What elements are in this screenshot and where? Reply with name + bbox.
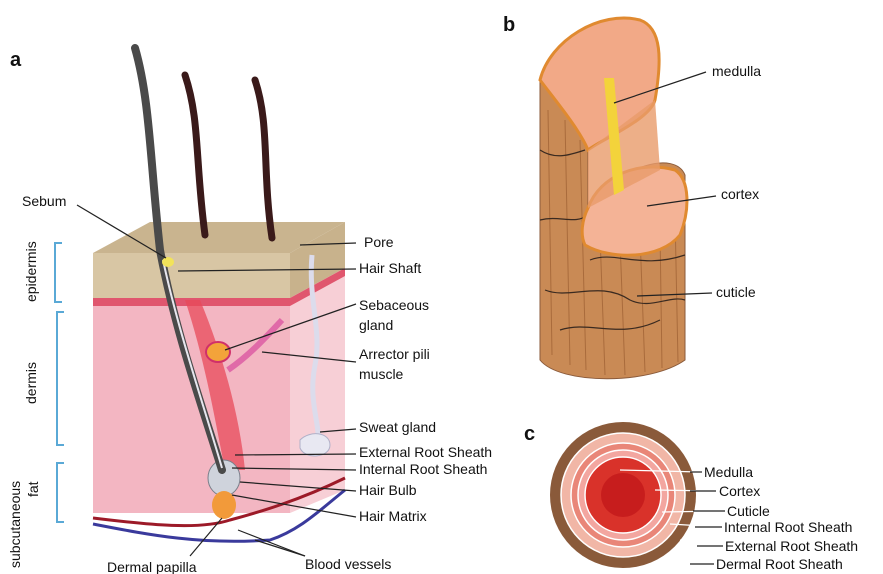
arrector-label: Arrector pili (359, 346, 430, 362)
panel-c-cross-section (550, 422, 696, 568)
sebaceous-gland-label: gland (359, 317, 393, 333)
cortex-b-label: cortex (721, 186, 759, 202)
hair-matrix-label: Hair Matrix (359, 508, 427, 524)
epidermis-block (93, 253, 290, 298)
medulla-disc (601, 473, 645, 517)
sebaceous-label: Sebaceous (359, 297, 429, 313)
external-root-sheath-label: External Root Sheath (359, 444, 492, 460)
panel-a-illustration (93, 48, 345, 541)
sweat-gland-label: Sweat gland (359, 419, 436, 435)
hair-bulb-label: Hair Bulb (359, 482, 417, 498)
subcutaneous-label: subcutaneous (7, 481, 23, 568)
dermal-papilla-label: Dermal papilla (107, 559, 197, 574)
medulla-c-label: Medulla (704, 464, 753, 480)
layer-brackets (55, 243, 64, 522)
cuticle-c-label: Cuticle (727, 503, 770, 519)
dermis-side (290, 268, 345, 513)
sebaceous-gland (206, 342, 230, 362)
panel-b-illustration (540, 18, 687, 379)
dermis-bracket (57, 312, 64, 445)
sebum-label: Sebum (22, 193, 66, 209)
hair-shaft-label: Hair Shaft (359, 260, 421, 276)
internal-root-sheath-c-label: Internal Root Sheath (724, 519, 852, 535)
hair-secondary-2 (255, 80, 272, 238)
medulla-b-label: medulla (712, 63, 761, 79)
sebum-blob (162, 257, 174, 267)
panel-letter-b: b (503, 14, 515, 36)
cortex-c-label: Cortex (719, 483, 760, 499)
panel-letter-a: a (10, 49, 22, 71)
dermis-block (93, 298, 290, 513)
fat-label: fat (25, 481, 41, 497)
blood-vessels-label: Blood vessels (305, 556, 391, 572)
epidermis-label: epidermis (23, 241, 39, 302)
panel-letter-c: c (524, 423, 535, 445)
arrector-muscle-label: muscle (359, 366, 404, 382)
dermis-label: dermis (23, 362, 39, 404)
external-root-sheath-c-label: External Root Sheath (725, 538, 858, 554)
dermal-root-sheath-c-label: Dermal Root Sheath (716, 556, 843, 572)
pore-label: Pore (364, 234, 394, 250)
subcutaneous-bracket (57, 463, 64, 522)
hair-secondary-1 (185, 75, 205, 235)
cuticle-b-label: cuticle (716, 284, 756, 300)
epidermis-bracket (55, 243, 62, 302)
internal-root-sheath-label: Internal Root Sheath (359, 461, 487, 477)
